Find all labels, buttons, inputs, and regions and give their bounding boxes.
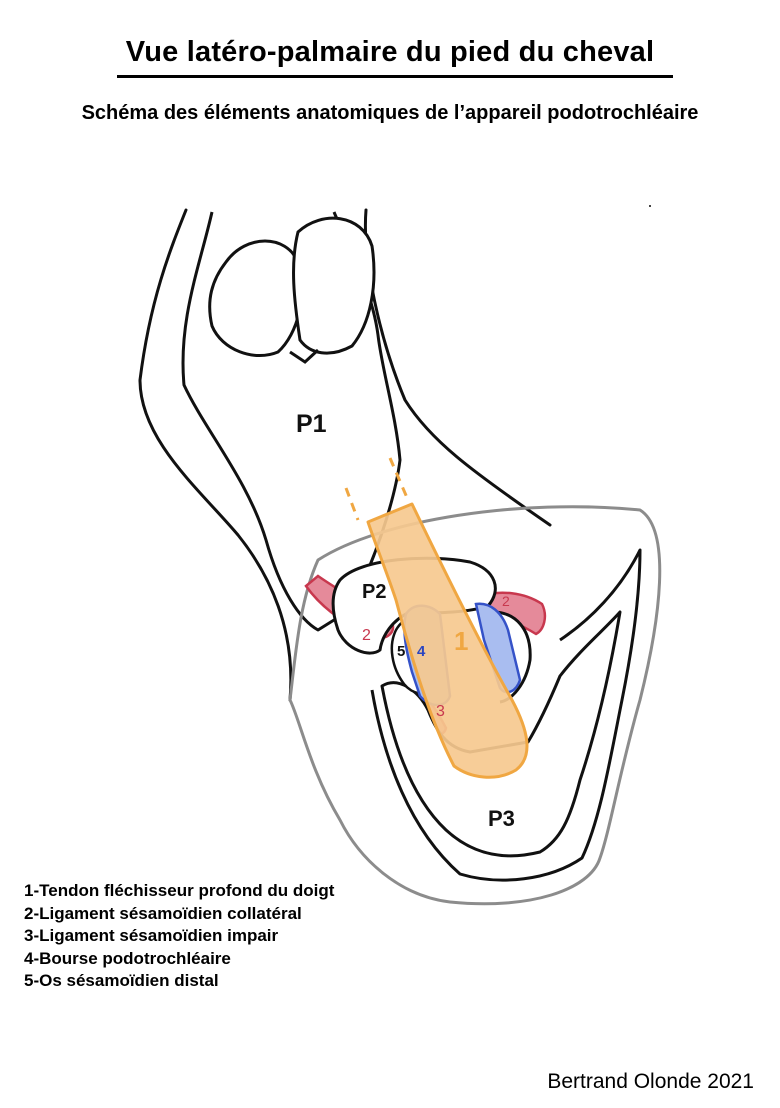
sesamoid-notch — [289, 348, 320, 364]
sesamoid-left — [208, 239, 304, 357]
deep-digital-flexor-tendon — [366, 502, 529, 779]
author-credit: Bertrand Olonde 2021 — [547, 1070, 754, 1093]
legend-item: 5-Os sésamoïdien distal — [24, 971, 219, 990]
legend-item: 3-Ligament sésamoïdien impair — [24, 926, 279, 945]
tendon-number: 1 — [454, 626, 468, 656]
page-title: Vue latéro-palmaire du pied du cheval — [125, 36, 655, 68]
tendon-dashed-left — [344, 487, 360, 521]
title-underline — [117, 75, 673, 78]
hoof-capsule-outline — [288, 505, 662, 906]
page-subtitle: Schéma des éléments anatomiques de l’app… — [81, 102, 699, 124]
legend: 1-Tendon fléchisseur profond du doigt 2-… — [24, 880, 334, 993]
legend-item: 2-Ligament sésamoïdien collatéral — [24, 903, 302, 923]
collateral-number-right: 2 — [502, 593, 510, 609]
tendon-dashed-right — [388, 457, 410, 501]
p1-label: P1 — [296, 410, 327, 438]
collateral-number-left: 2 — [362, 627, 371, 644]
p3-label: P3 — [488, 806, 515, 831]
stray-dot — [649, 205, 651, 207]
skin-outline-left — [138, 208, 293, 702]
legend-item: 4-Bourse podotrochléaire — [24, 948, 231, 968]
hoof-wall-inner — [370, 548, 642, 882]
impar-number: 3 — [436, 703, 445, 720]
sesamoid-number: 5 — [397, 643, 405, 660]
p2-label: P2 — [362, 581, 386, 603]
bursa-number: 4 — [417, 643, 426, 660]
legend-item: 1-Tendon fléchisseur profond du doigt — [24, 881, 335, 900]
sesamoid-right — [292, 216, 376, 355]
